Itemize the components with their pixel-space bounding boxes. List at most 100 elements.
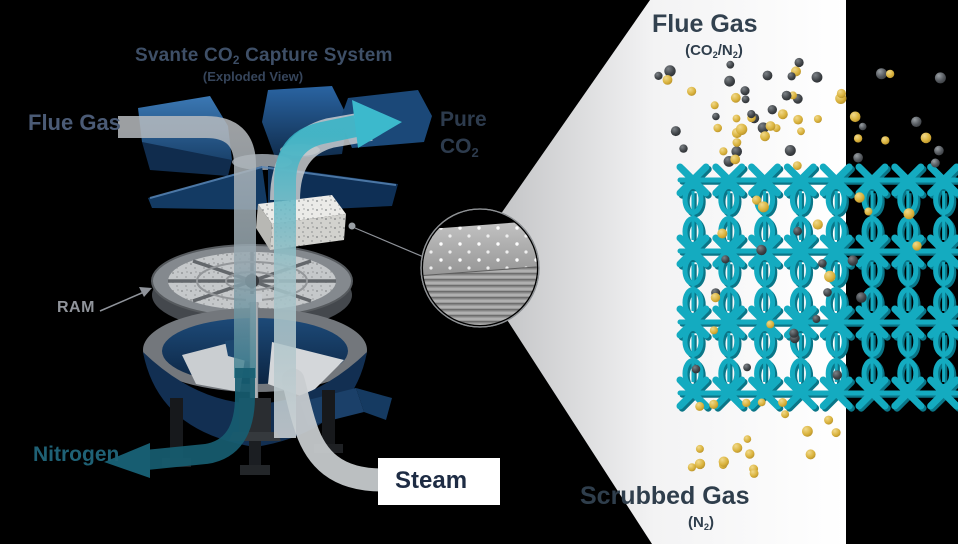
n2-molecule xyxy=(812,219,823,230)
n2-molecule xyxy=(745,449,755,459)
n2-molecule xyxy=(793,114,803,125)
lattice-node xyxy=(855,163,889,197)
lattice-link xyxy=(861,216,883,247)
co2-molecule xyxy=(794,57,804,68)
co2-molecule xyxy=(787,72,796,81)
lattice-link xyxy=(754,287,776,318)
lattice-node xyxy=(712,234,746,268)
n2-molecule xyxy=(813,115,822,123)
co2-molecule xyxy=(731,146,742,157)
nitrogen-label: Nitrogen xyxy=(33,443,120,466)
lattice-link xyxy=(789,255,811,286)
co2-molecule xyxy=(818,259,827,268)
lattice-link xyxy=(825,326,847,357)
lattice-link xyxy=(789,287,811,318)
manifold-skirt-edge xyxy=(149,165,397,199)
filter-block-side xyxy=(256,204,272,250)
n2-molecule xyxy=(732,138,742,147)
panel-scrubbed-gas-title: Scrubbed Gas xyxy=(580,482,750,510)
nitrogen-arrowhead xyxy=(104,443,150,478)
lattice-link xyxy=(861,255,883,286)
n2-molecule xyxy=(836,88,847,99)
lattice-layer xyxy=(676,163,958,410)
lattice-link xyxy=(897,326,919,357)
magnifier-outline xyxy=(420,208,540,328)
co2-molecule xyxy=(793,226,802,236)
lattice-node xyxy=(676,163,710,197)
mof-lattice xyxy=(676,163,958,412)
n2-molecule xyxy=(797,127,805,136)
lattice-link xyxy=(825,184,847,215)
n2-molecule xyxy=(765,121,776,131)
nitrogen-band xyxy=(145,368,255,470)
lattice-node xyxy=(819,234,853,268)
lattice-link xyxy=(933,184,955,215)
lattice-node xyxy=(819,376,853,410)
lattice-link xyxy=(933,326,955,357)
lattice-node xyxy=(748,163,782,197)
magnifier-content xyxy=(423,220,537,325)
lattice-link xyxy=(754,326,776,357)
system-subtitle: (Exploded View) xyxy=(202,69,304,84)
lattice-node xyxy=(855,234,889,268)
co2-molecule xyxy=(767,105,777,115)
lattice-node xyxy=(927,305,958,339)
ram-leader-line xyxy=(99,291,145,312)
manifold-left-underside xyxy=(142,142,232,176)
n2-molecule xyxy=(805,449,816,460)
co2-molecule xyxy=(789,328,799,338)
lattice-node xyxy=(783,376,817,410)
n2-molecule xyxy=(777,109,788,120)
laminate-edge xyxy=(423,265,537,277)
n2-molecule xyxy=(864,207,873,216)
n2-molecule xyxy=(695,444,704,453)
lattice-node xyxy=(783,234,817,268)
n2-molecule xyxy=(885,69,895,79)
n2-molecule xyxy=(732,442,743,453)
lattice-link xyxy=(682,358,704,389)
n2-molecule xyxy=(778,398,788,407)
co2-molecule xyxy=(847,255,858,266)
co2-molecule xyxy=(823,288,832,297)
ram-leader-arrowhead xyxy=(139,287,152,297)
panel-scrubbed-gas-formula: (N2) xyxy=(688,514,714,532)
lattice-node xyxy=(855,376,889,410)
bowl-bracket-2 xyxy=(356,388,392,420)
co2-molecule xyxy=(762,70,773,81)
n2-molecule xyxy=(710,292,721,303)
leg-left xyxy=(170,398,183,462)
n2-molecule xyxy=(730,154,741,165)
panel-flue-gas-title: Flue Gas xyxy=(652,10,758,38)
co2-molecule xyxy=(741,95,750,104)
system-title: Svante CO2 Capture System xyxy=(135,45,393,68)
co2-band xyxy=(274,115,359,438)
n2-molecule xyxy=(732,114,741,123)
co2-molecule xyxy=(858,122,867,131)
n2-molecule xyxy=(757,398,766,407)
co2-molecule xyxy=(664,65,676,77)
lattice-node xyxy=(891,163,925,197)
co2-molecule xyxy=(670,126,681,137)
lattice-node xyxy=(712,305,746,339)
co2-molecule xyxy=(784,145,796,156)
lattice-link xyxy=(861,358,883,389)
n2-molecule xyxy=(760,131,770,142)
n2-molecule xyxy=(709,399,719,409)
lattice-link xyxy=(825,287,847,318)
n2-molecule xyxy=(743,435,752,443)
lattice-link xyxy=(754,216,776,247)
lattice-node xyxy=(819,305,853,339)
n2-molecule xyxy=(792,161,802,171)
lattice-node xyxy=(855,305,889,339)
lattice-link xyxy=(933,358,955,389)
n2-molecule xyxy=(766,320,775,329)
co2-molecule xyxy=(811,71,823,83)
co2-molecule xyxy=(911,116,922,128)
n2-molecule xyxy=(824,270,836,283)
lattice-link xyxy=(897,287,919,318)
n2-molecule xyxy=(802,425,813,437)
lattice-link xyxy=(933,216,955,247)
